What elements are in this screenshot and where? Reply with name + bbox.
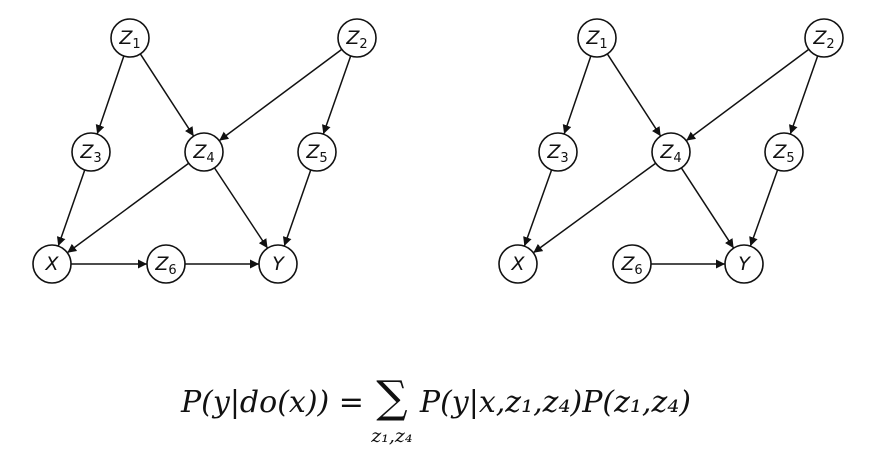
edge-z4-to-y bbox=[213, 167, 269, 249]
node-circle bbox=[612, 244, 652, 284]
edge-z1-to-z4 bbox=[139, 53, 195, 137]
edge-z1-to-z3 bbox=[95, 55, 125, 135]
node-label: Z3 bbox=[546, 141, 568, 166]
node-circle bbox=[651, 132, 691, 172]
node-circle bbox=[577, 18, 617, 58]
node-label: Z1 bbox=[585, 27, 607, 52]
node-label: X bbox=[510, 253, 525, 275]
node-z2: Z2 bbox=[337, 18, 377, 58]
node-label: Z2 bbox=[345, 27, 367, 52]
node-label: X bbox=[44, 253, 59, 275]
node-y: Y bbox=[724, 244, 764, 284]
edge-z2-to-z5 bbox=[789, 55, 819, 135]
node-circle bbox=[764, 132, 804, 172]
edge-z2-to-z4 bbox=[218, 48, 343, 142]
node-circle bbox=[110, 18, 150, 58]
node-circle bbox=[724, 244, 764, 284]
sum-index: z₁,z₄ bbox=[371, 425, 413, 447]
edge-z5-to-y bbox=[282, 169, 312, 247]
node-z4: Z4 bbox=[651, 132, 691, 172]
node-z6: Z6 bbox=[146, 244, 186, 284]
sum-symbol: ∑ bbox=[376, 372, 408, 423]
node-z3: Z3 bbox=[538, 132, 578, 172]
node-x: X bbox=[498, 244, 538, 284]
node-label: Z5 bbox=[305, 141, 327, 166]
node-y: Y bbox=[258, 244, 298, 284]
node-circle bbox=[258, 244, 298, 284]
node-label: Z6 bbox=[620, 253, 642, 278]
node-z1: Z1 bbox=[110, 18, 150, 58]
node-label: Z4 bbox=[659, 141, 681, 166]
edge-z1-to-z3 bbox=[562, 55, 592, 135]
edge-z4-to-x bbox=[532, 162, 657, 254]
node-label: Z4 bbox=[192, 141, 214, 166]
node-label: Z1 bbox=[118, 27, 140, 52]
node-circle bbox=[184, 132, 224, 172]
formula-sum: ∑z₁,z₄ bbox=[370, 372, 414, 447]
node-circle bbox=[146, 244, 186, 284]
node-z1: Z1 bbox=[577, 18, 617, 58]
node-label: Z2 bbox=[812, 27, 834, 52]
edge-z2-to-z4 bbox=[685, 48, 810, 142]
edge-z5-to-y bbox=[749, 169, 779, 247]
node-circle bbox=[297, 132, 337, 172]
node-z3: Z3 bbox=[71, 132, 111, 172]
node-circle bbox=[337, 18, 377, 58]
edge-z4-to-y bbox=[680, 167, 735, 249]
node-z5: Z5 bbox=[297, 132, 337, 172]
node-z6: Z6 bbox=[612, 244, 652, 284]
node-label: Y bbox=[272, 253, 285, 275]
node-circle bbox=[498, 244, 538, 284]
formula-rhs: P(y|x,z₁,z₄)P(z₁,z₄) bbox=[419, 385, 692, 420]
edge-z2-to-z5 bbox=[322, 55, 352, 135]
node-x: X bbox=[32, 244, 72, 284]
node-circle bbox=[804, 18, 844, 58]
node-circle bbox=[71, 132, 111, 172]
node-z5: Z5 bbox=[764, 132, 804, 172]
formula-lhs: P(y|do(x)) = bbox=[180, 385, 364, 420]
edge-z3-to-x bbox=[523, 169, 553, 247]
node-label: Z6 bbox=[154, 253, 176, 278]
edge-z1-to-z4 bbox=[606, 53, 662, 137]
edge-z3-to-x bbox=[56, 169, 86, 247]
node-circle bbox=[538, 132, 578, 172]
node-label: Z3 bbox=[79, 141, 101, 166]
node-label: Z5 bbox=[772, 141, 794, 166]
node-label: Y bbox=[738, 253, 751, 275]
node-z2: Z2 bbox=[804, 18, 844, 58]
node-z4: Z4 bbox=[184, 132, 224, 172]
node-circle bbox=[32, 244, 72, 284]
edge-z4-to-x bbox=[66, 162, 190, 254]
